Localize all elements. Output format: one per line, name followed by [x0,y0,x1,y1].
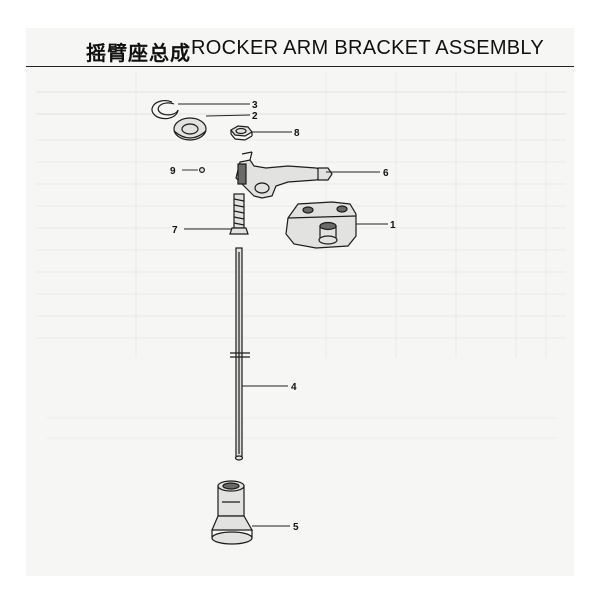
callout-7: 7 [172,225,178,236]
part-hex-nut [230,125,253,141]
part-bracket [285,201,357,249]
title-rule [26,66,574,67]
part-adjusting-screw [229,193,249,235]
callout-8: 8 [294,128,300,139]
title-bar: 摇臂座总成 ROCKER ARM BRACKET ASSEMBLY [26,28,574,68]
callout-4: 4 [291,382,297,393]
title-english: ROCKER ARM BRACKET ASSEMBLY [191,37,545,59]
callout-2: 2 [252,111,258,122]
part-push-rod [230,247,250,461]
callout-6: 6 [383,168,389,179]
callout-3: 3 [252,100,258,111]
part-rocker-arm [235,151,333,199]
part-washer [173,117,207,141]
title-chinese: 摇臂座总成 [86,41,191,65]
leader-line-2 [205,114,251,117]
callout-1: 1 [390,220,396,231]
callout-9: 9 [170,166,176,177]
callout-5: 5 [293,522,299,533]
part-tappet [211,480,254,545]
catalog-sheet: 摇臂座总成 ROCKER ARM BRACKET ASSEMBLY [26,28,574,576]
part-snap-ring [151,100,179,120]
exploded-view-drawing: 3 2 8 9 6 1 7 4 5 [151,100,396,545]
part-ball [199,167,206,174]
